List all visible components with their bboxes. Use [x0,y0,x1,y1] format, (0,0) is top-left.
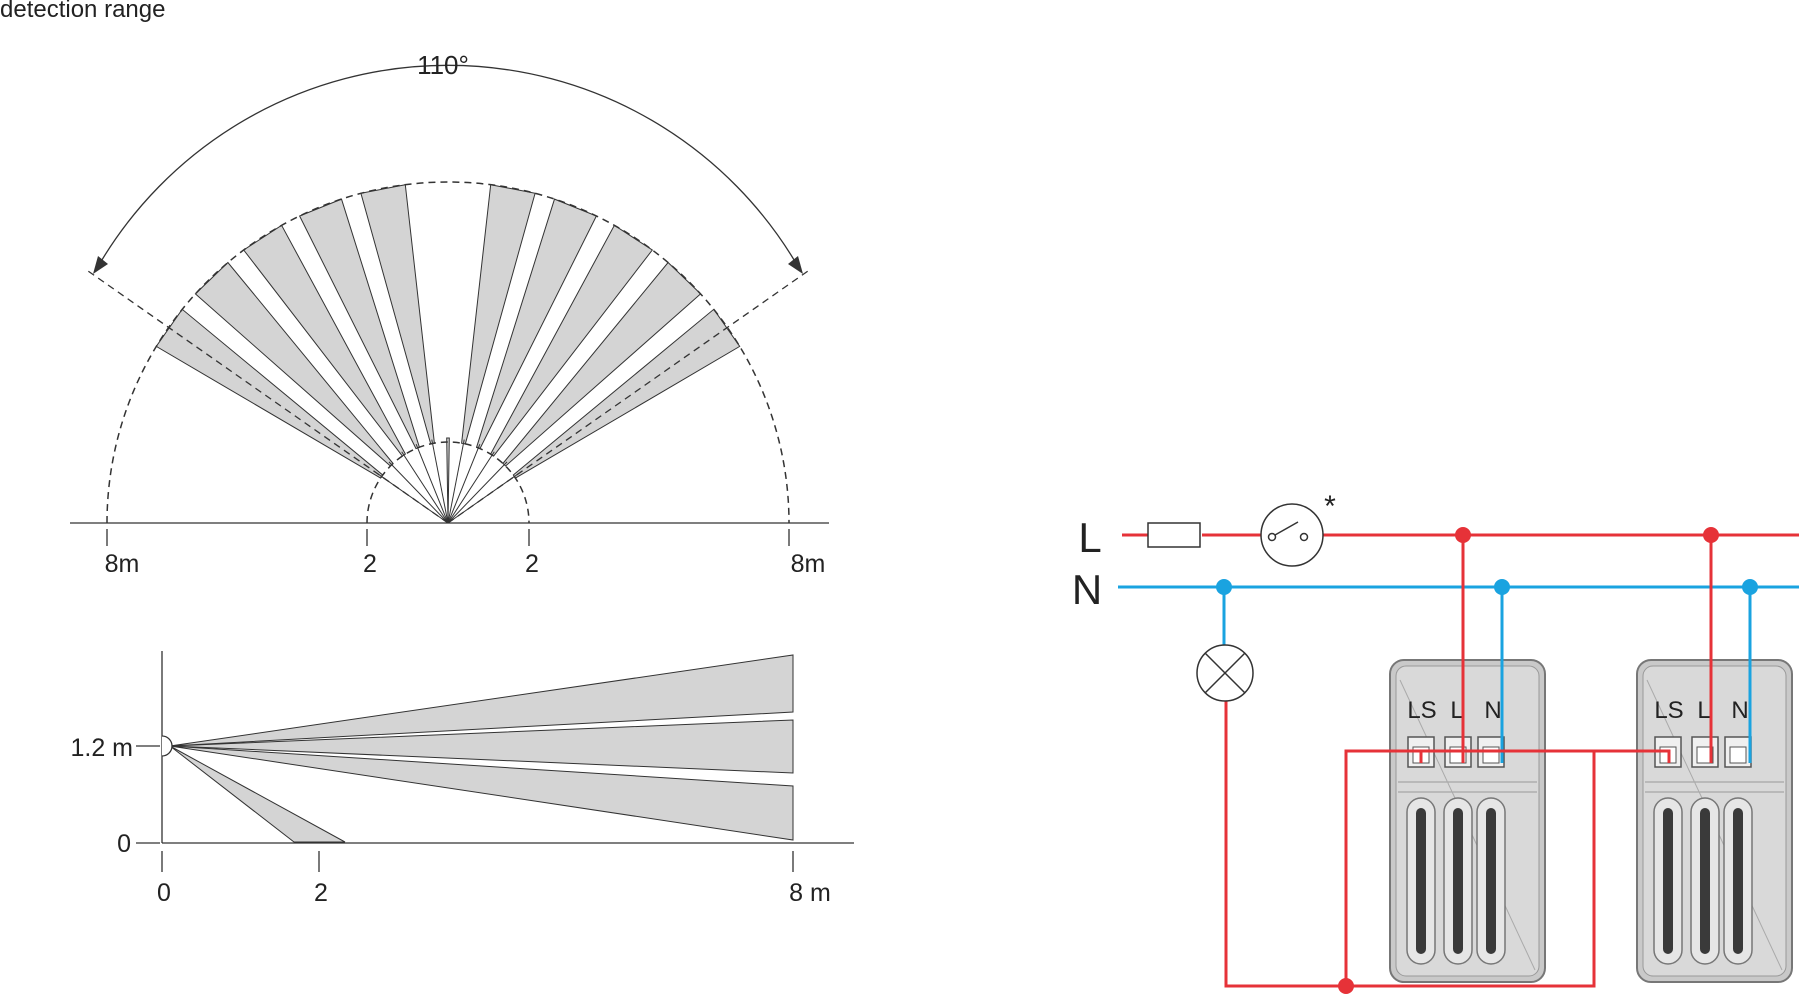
lamp-cross [1204,652,1246,694]
side-zone-lower [169,745,794,841]
socket-slot [1416,808,1426,954]
junction-dot [1703,527,1719,543]
range-edge-left [87,270,449,524]
detection-zone [461,184,536,445]
junction-dot [1216,579,1232,595]
angle-arrow-right [788,256,803,274]
wires [1118,527,1799,994]
zone-ray [447,439,465,524]
angle-arrow-left [93,256,108,274]
socket-slot [1453,808,1463,954]
zone-ray [447,444,481,524]
junction-dot [1494,579,1510,595]
detection-zone [446,437,450,524]
terminal-screw [1696,746,1714,764]
top-tick-label-2-left: 2 [363,550,377,578]
zone-ray [447,461,508,524]
socket-slot [1700,808,1710,954]
switch-icon [1260,503,1324,567]
top-tick-label-8m-left: 8m [105,550,140,578]
diagram-title: detection range [0,0,166,23]
angle-label: 110° [417,50,469,80]
terminal-label-n: N [1731,697,1748,724]
side-x-label-0: 0 [157,879,171,907]
socket-slot [1663,808,1673,954]
ls-return-wire [1224,701,1596,988]
side-y-label-1-2m: 1.2 m [70,734,133,762]
switch-contact [1267,532,1277,542]
side-zone-floor [169,745,346,843]
switch-lever [1274,521,1299,536]
terminal-label-ls: LS [1654,697,1683,724]
zone-ray [388,461,449,524]
terminal-label-l: L [1697,697,1710,724]
junction-dot [1338,978,1354,994]
socket-slot [1733,808,1743,954]
range-edge-right [447,270,809,524]
angle-arc [95,64,801,271]
side-x-label-8m: 8 m [789,879,831,907]
components [1147,503,1324,702]
sensor-head-icon [161,735,173,757]
junction-dot [1742,579,1758,595]
terminal-label-n: N [1484,697,1501,724]
side-x-label-2: 2 [314,879,328,907]
terminal-screw [1482,746,1500,764]
detection-zones [155,184,741,524]
junction-dot [1455,527,1471,543]
terminal-label-ls: LS [1407,697,1436,724]
terminal-label-l: L [1450,697,1463,724]
ls-device-1-wire [1344,749,1423,986]
side-view-diagram: 1.2 m 0 0 2 8 m [70,651,854,907]
zone-ray [431,439,449,524]
zone-ray [401,451,449,524]
outer-range-arc [106,181,790,524]
line-label-N: N [1072,566,1102,613]
socket-slot [1486,808,1496,954]
side-zone-upper [169,654,794,747]
top-tick-label-8m-right: 8m [791,550,826,578]
switch-note: * [1324,490,1336,523]
zone-ray [447,451,495,524]
side-zone-middle [169,719,794,774]
side-y-label-0: 0 [117,830,131,858]
line-label-L: L [1078,514,1101,561]
inner-range-arc [366,441,530,524]
terminal-screw [1729,746,1747,764]
ls-device-2-wire [1594,749,1671,763]
top-tick-label-2-right: 2 [525,550,539,578]
top-view-diagram: 110° 8m 2 2 8m [70,50,829,578]
zone-ray [415,444,449,524]
fuse-icon [1147,522,1201,548]
switch-contact [1299,532,1309,542]
